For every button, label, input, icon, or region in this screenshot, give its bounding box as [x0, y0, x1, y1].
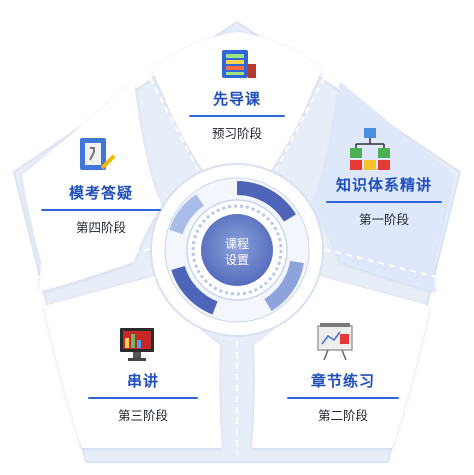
center-title-line2: 设置 [224, 253, 249, 267]
segment-chapter-stage: 第二阶段 [317, 408, 368, 423]
segment-review-label[interactable]: 串讲 第三阶段 [68, 370, 218, 424]
segment-review-divider [88, 397, 198, 399]
segment-chapter-title: 章节练习 [310, 372, 375, 390]
panel-chapter[interactable] [252, 276, 430, 448]
segment-knowledge-divider [326, 201, 442, 203]
panel-knowledge[interactable] [312, 82, 452, 292]
segment-exam-stage: 第四阶段 [75, 220, 126, 235]
presentation-board-icon [317, 323, 353, 361]
segment-chapter-divider [287, 397, 399, 399]
segment-preview-divider [189, 115, 285, 117]
segment-review-stage: 第三阶段 [117, 408, 168, 423]
segment-knowledge-stage: 第一阶段 [358, 212, 409, 227]
segment-exam-title: 模考答疑 [68, 184, 133, 202]
segment-preview-title: 先导课 [212, 90, 261, 108]
hierarchy-icon [350, 128, 390, 170]
panel-exam[interactable] [22, 82, 162, 292]
road-markings [25, 77, 449, 455]
center-title-line1: 课程 [224, 237, 249, 251]
center-title: 课程 设置 [207, 236, 267, 268]
panel-review[interactable] [44, 276, 222, 448]
segment-review-title: 串讲 [126, 372, 159, 390]
document-pen-icon [80, 138, 116, 170]
monitor-chart-icon [120, 328, 154, 361]
segment-exam-label[interactable]: 模考答疑 第四阶段 [26, 182, 176, 236]
spreadsheet-icon [222, 50, 256, 78]
segment-preview-stage: 预习阶段 [211, 126, 262, 141]
panel-preview[interactable] [152, 32, 322, 175]
segment-preview-label[interactable]: 先导课 预习阶段 [162, 88, 312, 142]
segment-knowledge-title: 知识体系精讲 [335, 176, 432, 194]
segment-chapter-label[interactable]: 章节练习 第二阶段 [268, 370, 418, 424]
segment-knowledge-label[interactable]: 知识体系精讲 第一阶段 [309, 174, 459, 228]
segment-exam-divider [41, 209, 161, 211]
center-hub [150, 163, 324, 337]
